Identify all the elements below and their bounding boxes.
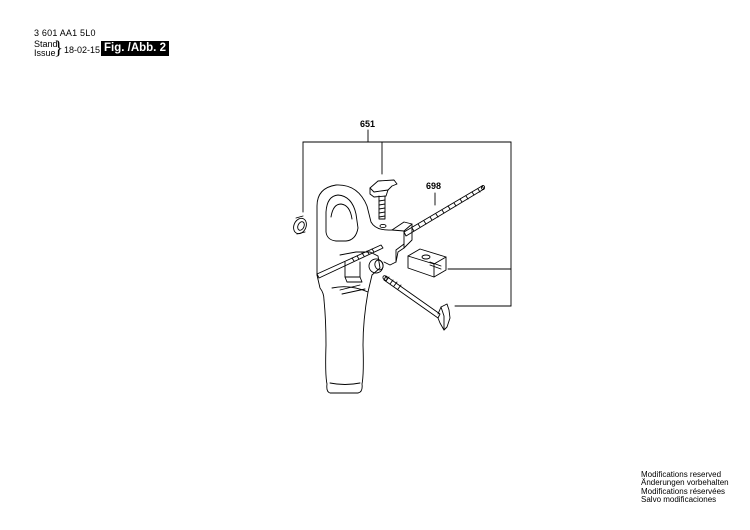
part-number: 3 601 AA1 5L0 [34, 28, 96, 38]
footer-line-fr: Modifications réservées [641, 486, 726, 496]
figure-badge: Fig. /Abb. 2 [101, 41, 169, 56]
depth-stop-rod-short [316, 244, 384, 279]
brace-glyph: } [54, 38, 64, 59]
footer-line-es: Salvo modificaciones [641, 495, 717, 505]
issue-label: Issue [34, 48, 56, 58]
nut-part [293, 215, 307, 235]
depth-stop-rod-698-part [403, 185, 486, 237]
callout-651-label: 651 [360, 119, 375, 129]
callout-698-label: 698 [426, 181, 441, 191]
clamp-block-part [407, 248, 447, 278]
footer-line-en: Modifications reserved [641, 470, 722, 479]
issue-date: 18-02-15 [64, 45, 101, 55]
wing-screw-top-part [369, 179, 398, 229]
clamp-bolt-part [382, 275, 451, 331]
modifications-footer: Modifications reserved Änderungen vorbeh… [641, 470, 729, 505]
stand-label: Stand [34, 39, 58, 49]
auxiliary-handle-part [316, 184, 413, 394]
stand-issue-label: Stand Issue [34, 40, 58, 58]
footer-line-de: Änderungen vorbehalten [641, 478, 729, 488]
callout-651-leader [302, 129, 512, 307]
